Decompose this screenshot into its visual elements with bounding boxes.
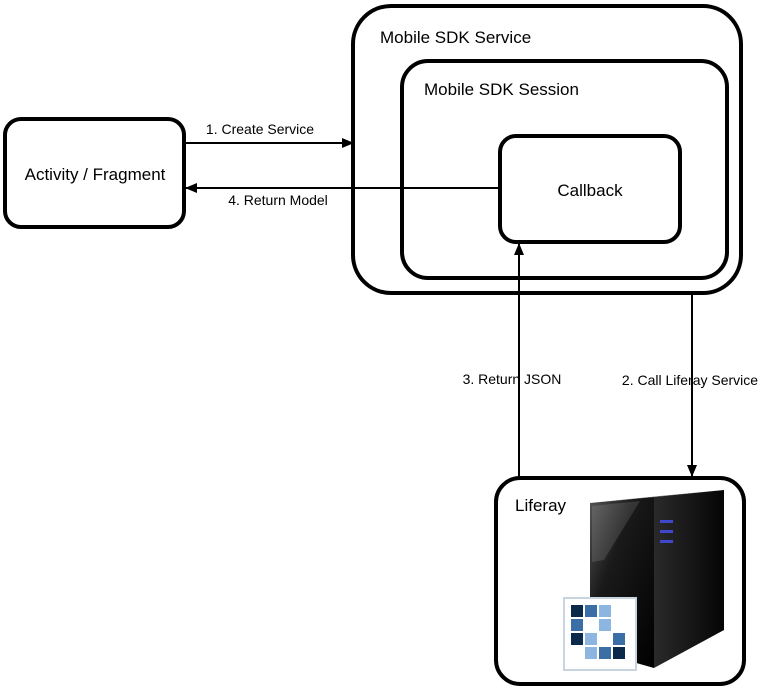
server-led (660, 520, 673, 523)
edge-return-json: 3. Return JSON (463, 243, 562, 478)
edge-label-return-model: 4. Return Model (228, 192, 328, 208)
liferay-label: Liferay (515, 496, 567, 515)
liferay-logo-icon (563, 597, 637, 671)
edge-label-return-json: 3. Return JSON (463, 371, 562, 387)
edge-call-liferay-service: 2. Call Liferay Service (622, 293, 758, 477)
server-led (660, 540, 673, 543)
callback-node: Callback (498, 134, 682, 244)
edge-label-call-liferay-service: 2. Call Liferay Service (622, 372, 758, 388)
activity-fragment-node: Activity / Fragment (3, 117, 186, 229)
mobile-sdk-session-label: Mobile SDK Session (424, 80, 579, 99)
edge-label-create-service: 1. Create Service (206, 121, 314, 137)
activity-fragment-label: Activity / Fragment (25, 165, 166, 184)
mobile-sdk-service-label: Mobile SDK Service (380, 28, 531, 47)
edge-create-service: 1. Create Service (184, 121, 354, 148)
callback-label: Callback (557, 181, 623, 200)
edge-return-model: 4. Return Model (185, 183, 500, 208)
server-led (660, 530, 673, 533)
